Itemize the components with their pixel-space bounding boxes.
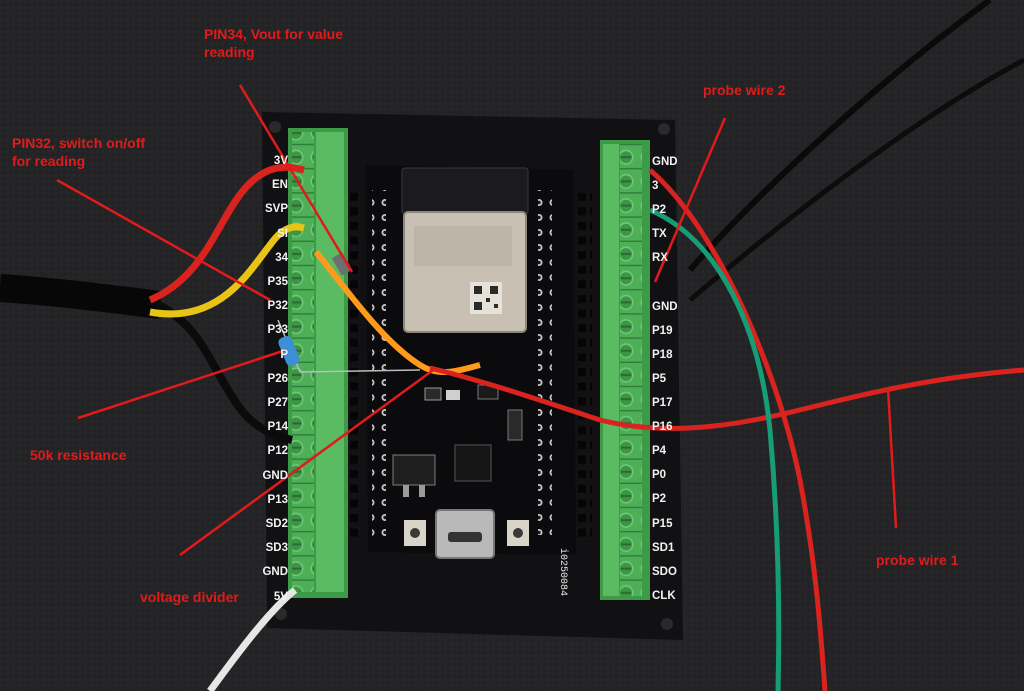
black-wire-right: [688, 57, 1024, 302]
right-pin-label: P2: [652, 493, 667, 506]
annotation-lines: [56, 84, 898, 557]
right-pin-label: RX: [652, 252, 668, 265]
annotation-probe2: probe wire 2: [703, 82, 786, 98]
left-pin-label: SVP: [264, 203, 288, 216]
right-pin-label: P18: [652, 348, 673, 361]
green-wire-probe-2: [649, 207, 782, 691]
left-pin-label: P: [280, 348, 288, 361]
right-pin-label: P5: [652, 372, 667, 385]
white-wire: [207, 587, 298, 691]
left-pin-label: 5V: [273, 590, 288, 603]
usb-uart-chip: [454, 444, 492, 482]
resistor-lead: [299, 369, 421, 373]
right-pin-label: 3: [652, 180, 659, 193]
right-pin-label: P2: [652, 204, 667, 217]
annotation-line-probe1: [886, 387, 898, 529]
right-pin-label: SDO: [652, 565, 677, 578]
probe-wire-1: [429, 365, 1024, 431]
resistor-50k: [278, 335, 300, 367]
right-pin-label: GND: [652, 156, 678, 168]
left-pin-label: P12: [267, 445, 288, 458]
red-wire-left: [148, 163, 305, 304]
mount-hole: [269, 121, 281, 133]
black-wire-top-right: [687, 0, 992, 272]
left-pin-label: P35: [267, 276, 288, 288]
annotation-pin34: PIN34, Vout for value reading: [204, 25, 343, 61]
right-pin-label: P17: [652, 397, 673, 409]
annotation-line-resistance: [77, 348, 287, 420]
left-pin-label: P14: [267, 421, 288, 434]
annotation-probe1: probe wire 1: [876, 552, 959, 568]
left-pin-label: P27: [267, 397, 288, 409]
red-wire-right: [648, 168, 828, 691]
mount-hole: [658, 123, 670, 135]
right-pin-label: CLK: [652, 589, 676, 602]
smd-component: [424, 387, 442, 401]
right-pin-label: TX: [652, 228, 667, 241]
annotation-line-divider: [179, 366, 437, 557]
left-pin-label: P33: [267, 324, 288, 337]
regulator: [392, 454, 436, 486]
annotation-line-pin32: [56, 178, 271, 302]
left-pin-label: SI: [277, 227, 288, 240]
annotation-pin32-line2: for reading: [12, 153, 86, 169]
left-pin-label: SD3: [265, 542, 288, 555]
black-cable: [0, 274, 162, 319]
annotation-pin34-line2: reading: [204, 44, 255, 60]
jumper-connector: [331, 252, 353, 276]
left-pin-label: EN: [272, 179, 288, 192]
left-pin-label: 3V: [273, 155, 288, 167]
annotation-divider: voltage divider: [140, 589, 239, 605]
right-pin-label: P15: [652, 517, 673, 530]
annotation-pin34-line1: PIN34, Vout for value: [204, 26, 343, 42]
female-header-left: [346, 190, 360, 540]
annotation-pin32: PIN32, switch on/off for reading: [12, 134, 145, 170]
annotation-resistance: 50k resistance: [30, 447, 127, 463]
left-pin-label: GND: [262, 566, 288, 579]
antenna-area: [401, 167, 529, 215]
smd-component: [446, 390, 460, 400]
left-pin-label: GND: [262, 469, 288, 482]
right-pin-label: P0: [652, 469, 667, 482]
right-pin-label: P19: [652, 324, 673, 337]
female-header-right: [578, 190, 592, 540]
mount-hole: [275, 608, 287, 620]
left-pin-label: P32: [267, 300, 288, 313]
yellow-wire: [149, 223, 305, 318]
right-pin-label: P16: [652, 421, 673, 434]
left-pin-label: P26: [267, 372, 288, 385]
left-pin-label: 34: [275, 251, 288, 264]
annotation-pin32-line1: PIN32, switch on/off: [12, 135, 146, 151]
devboard-pins-left: [372, 190, 386, 540]
board-serial: i0250084: [557, 548, 568, 597]
right-pin-label: P4: [652, 445, 667, 458]
mount-hole: [661, 618, 673, 630]
orange-jumper-wire: [313, 250, 481, 375]
left-pin-label: SD2: [265, 518, 288, 530]
black-wire-left: [148, 296, 293, 444]
annotation-line-pin34: [238, 84, 354, 273]
right-pin-label: SD1: [652, 541, 675, 554]
right-pin-label: GND: [652, 300, 678, 313]
devboard-pins-right: [538, 190, 552, 535]
annotation-line-probe2: [653, 117, 727, 283]
left-pin-label: P13: [267, 493, 288, 506]
smd-component: [507, 409, 523, 441]
